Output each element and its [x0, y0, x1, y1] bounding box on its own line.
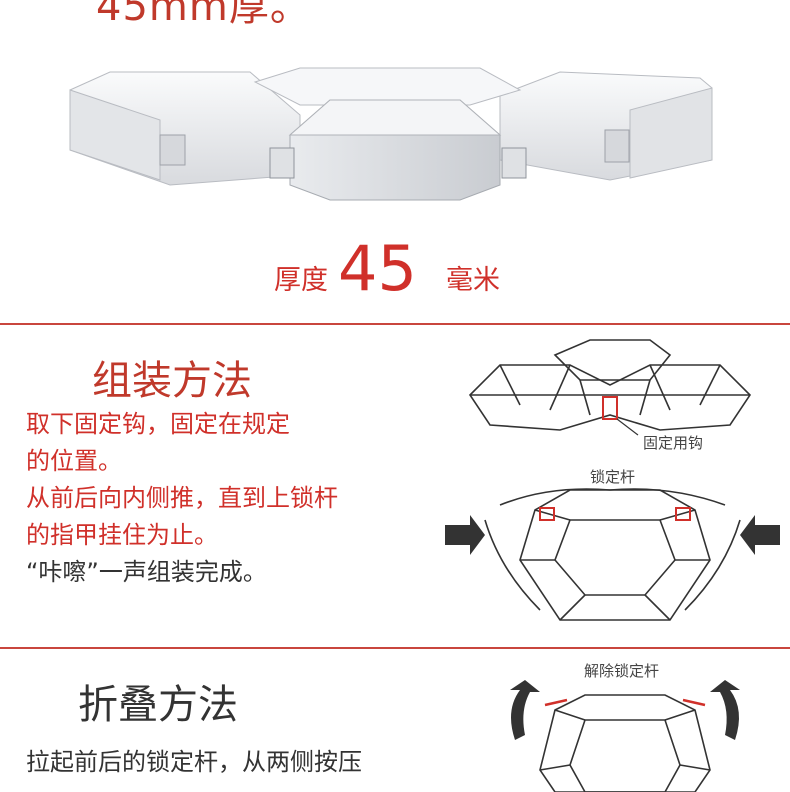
release-label: 解除锁定杆 — [584, 662, 660, 680]
lock-lever-label: 锁定杆 — [590, 468, 636, 486]
thickness-label: 厚度 — [274, 265, 328, 296]
thickness-row: 厚度 45 毫米 — [0, 220, 790, 305]
assembly-line: 从前后向内侧推，直到上锁杆 — [26, 484, 338, 512]
assembly-instructions: 取下固定钩，固定在规定 的位置。 从前后向内侧推，直到上锁杆 的指甲挂住为止。 … — [26, 406, 338, 591]
assembly-line: 的位置。 — [26, 447, 122, 475]
thickness-value: 45 — [338, 232, 417, 305]
assembly-line: 的指甲挂住为止。 — [26, 521, 218, 549]
folding-line: 拉起前后的锁定杆，从两侧按压 — [26, 748, 362, 776]
product-photo — [69, 67, 713, 201]
assembly-line: 取下固定钩，固定在规定 — [26, 410, 290, 438]
folding-instructions: 拉起前后的锁定杆，从两侧按压 — [26, 744, 362, 781]
section-divider — [0, 647, 790, 649]
folding-diagram — [510, 680, 740, 792]
assembly-diagram-hands — [445, 488, 780, 621]
folding-title: 折叠方法 — [78, 682, 238, 728]
thickness-unit: 毫米 — [446, 265, 500, 296]
top-cut-text: 45mm厚。 — [96, 0, 311, 30]
hook-label: 固定用钩 — [643, 434, 704, 452]
assembly-line: “咔嚓”一声组装完成。 — [26, 558, 267, 586]
section-divider — [0, 323, 790, 325]
assembly-diagram-top — [468, 339, 752, 436]
assembly-title: 组装方法 — [92, 358, 252, 404]
